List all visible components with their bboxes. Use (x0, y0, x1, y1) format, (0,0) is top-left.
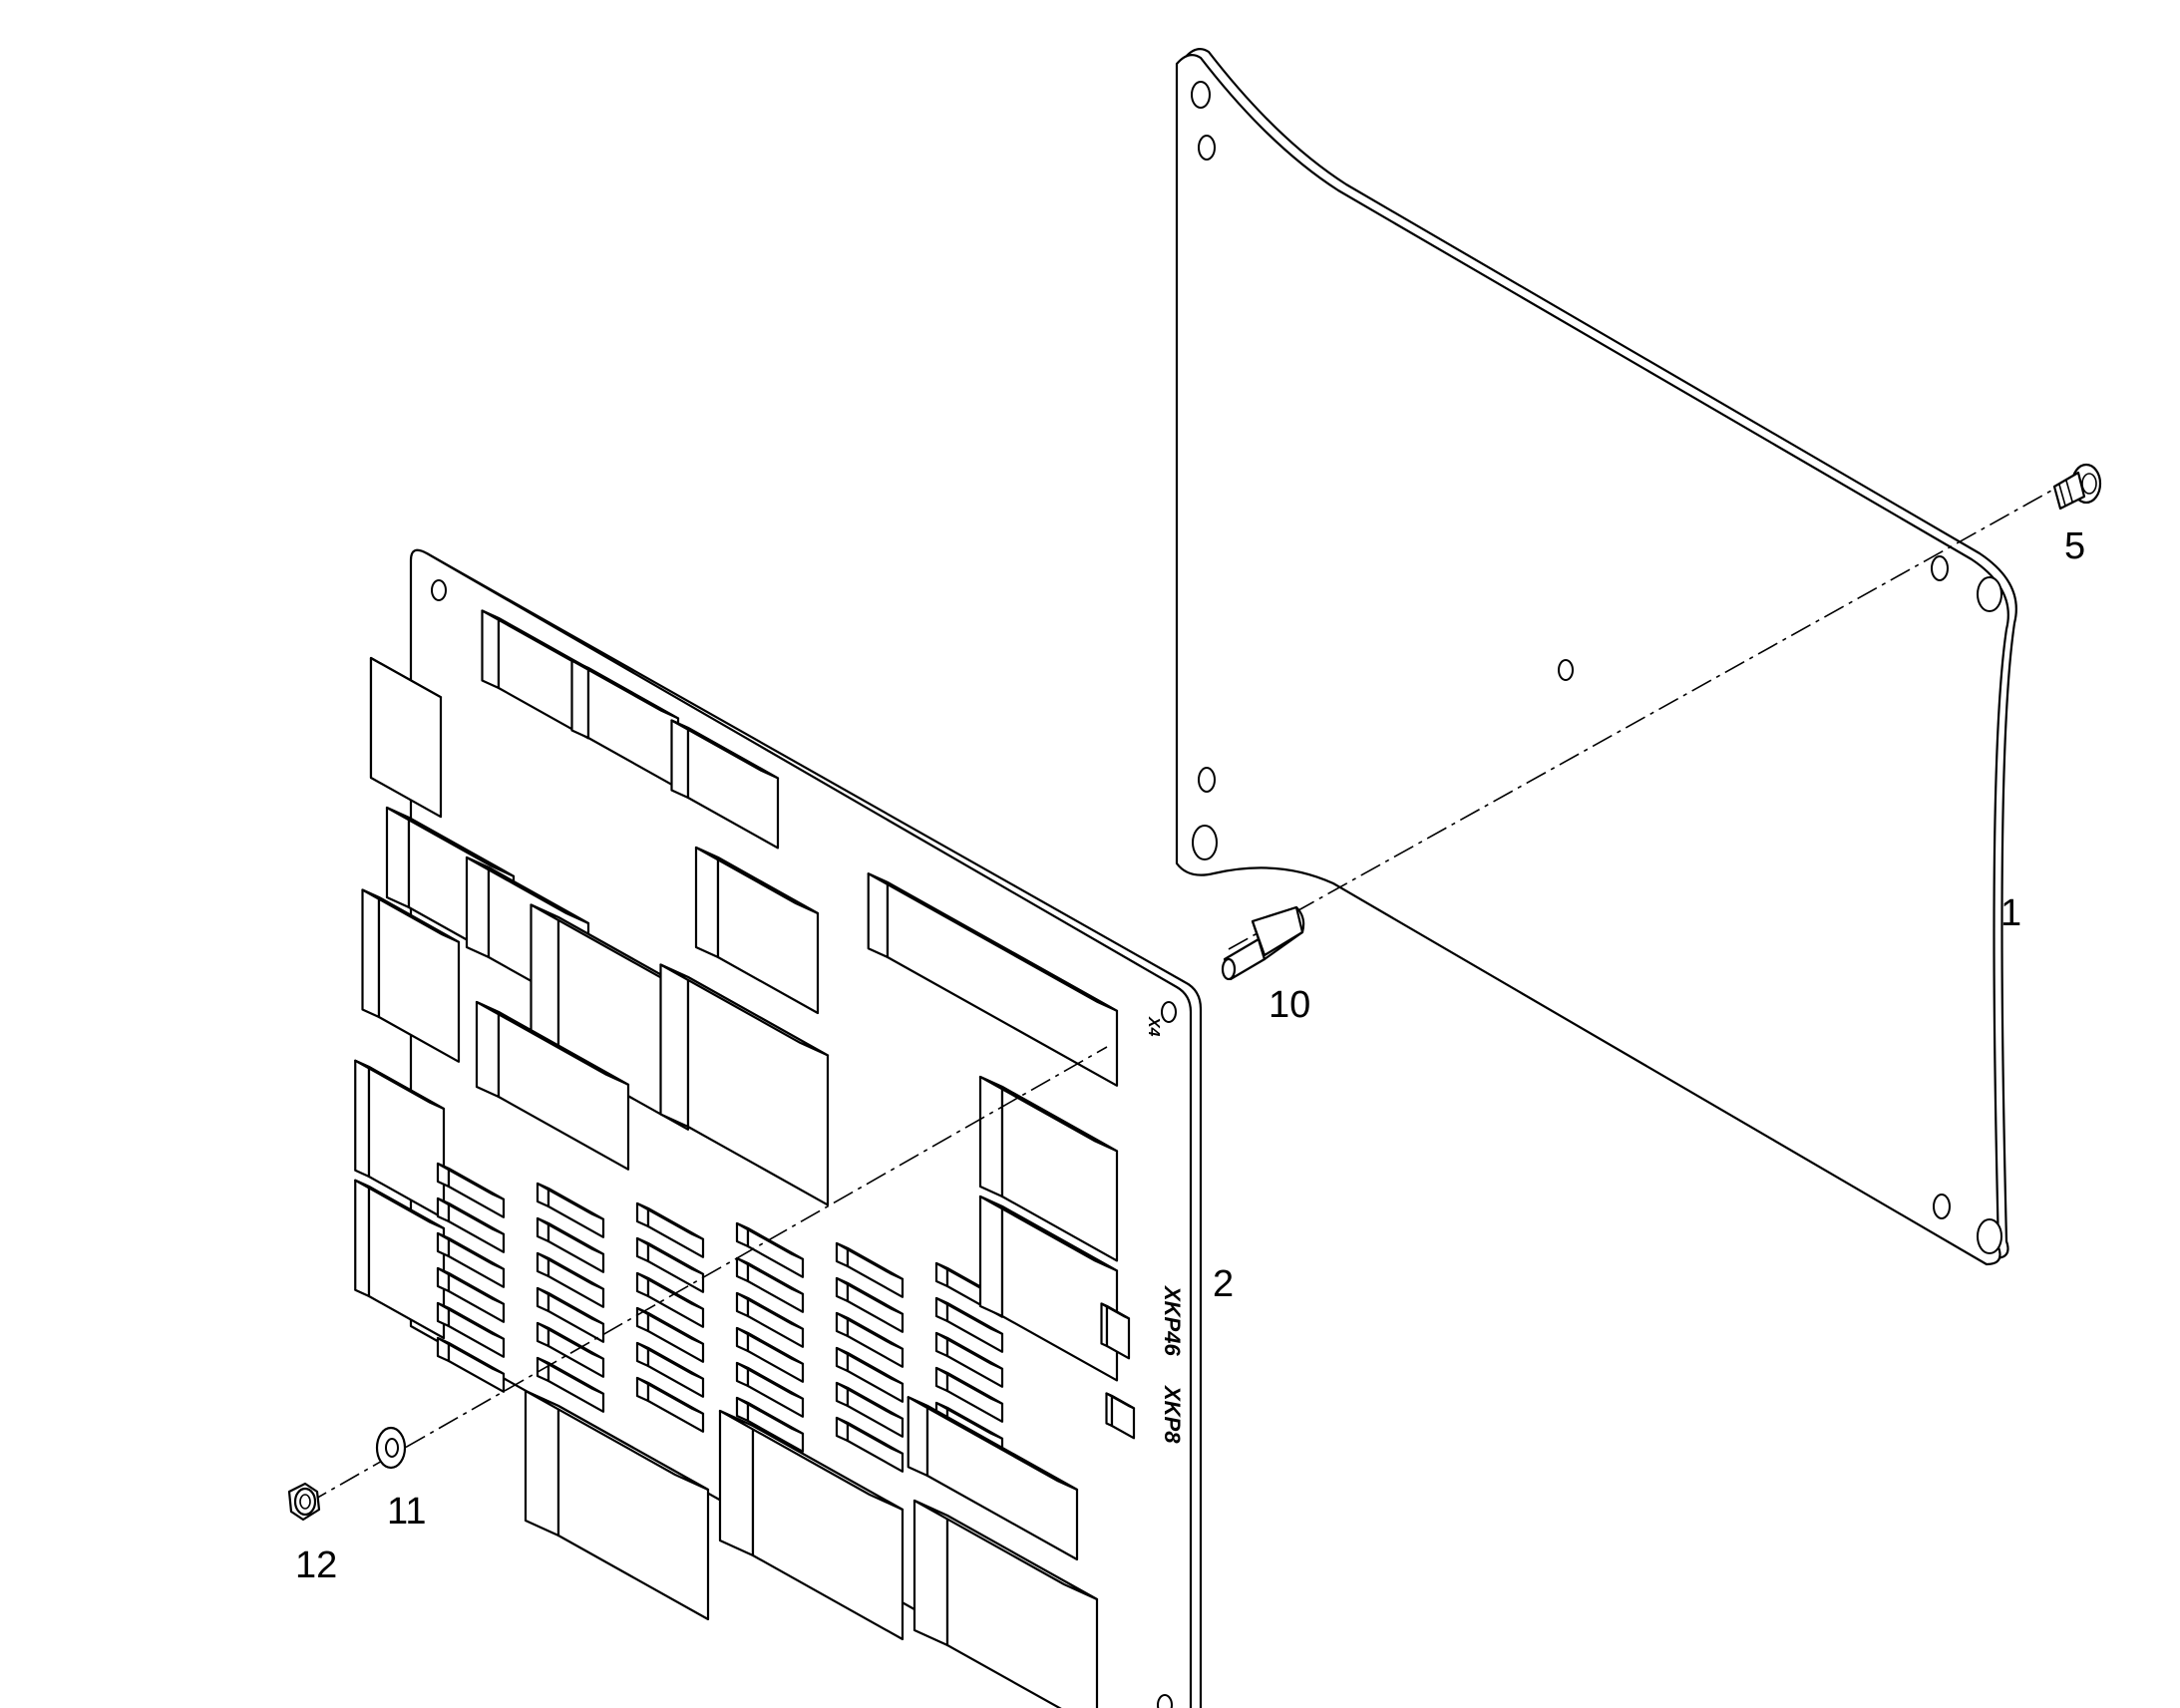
callout-12: 12 (295, 1544, 337, 1586)
relay-component (978, 1195, 1119, 1382)
hex-nut (287, 1482, 321, 1522)
fuse-component (436, 1336, 506, 1393)
fuse-component (436, 1162, 506, 1218)
relay-component (659, 963, 830, 1206)
screw (2052, 463, 2102, 511)
assembly-centerlines (306, 480, 2070, 1505)
relay-component (369, 656, 443, 819)
board-components (354, 609, 1136, 1708)
fuse-component (835, 1311, 905, 1368)
fuse-component (735, 1291, 805, 1348)
relay-component (524, 1389, 710, 1621)
fuse-component (835, 1276, 905, 1333)
relay-component (475, 1000, 630, 1171)
header-connector-component (867, 872, 1119, 1087)
connector-component (670, 719, 780, 850)
post-component (1100, 1302, 1131, 1360)
fuse-component (635, 1271, 705, 1328)
fuse-component (835, 1381, 905, 1438)
fuse-component (635, 1376, 705, 1433)
post-component (1105, 1392, 1136, 1440)
callout-5: 5 (2064, 525, 2085, 567)
fuse-component (536, 1251, 605, 1308)
callout-2: 2 (1213, 1263, 1234, 1305)
relay-component (978, 1075, 1119, 1262)
fuse-component (735, 1396, 805, 1453)
fuse-component (536, 1286, 605, 1343)
fuse-component (635, 1236, 705, 1293)
relay-component (912, 1499, 1099, 1708)
fuse-component (835, 1416, 905, 1473)
fuse-component (436, 1301, 506, 1358)
fuse-component (436, 1231, 506, 1288)
board-label-xkp46: XKP46 (1160, 1284, 1185, 1356)
board-label-xkp8: XKP8 (1160, 1384, 1185, 1444)
fuse-component (536, 1216, 605, 1273)
mounting-plate (1175, 47, 2017, 1266)
connector-component (361, 888, 461, 1063)
connector-component (907, 1396, 1079, 1561)
fuse-component (436, 1266, 506, 1323)
callout-10: 10 (1269, 984, 1310, 1026)
relay-component (694, 846, 820, 1015)
connector-component (570, 659, 680, 790)
fuse-component (735, 1361, 805, 1418)
board-label-x4: X4 (1145, 1016, 1162, 1037)
fuse-component (635, 1306, 705, 1363)
fuse-component (835, 1241, 905, 1298)
fuse-component (934, 1296, 1004, 1353)
fuse-component (635, 1341, 705, 1398)
fuse-component (835, 1346, 905, 1403)
fuse-component (934, 1331, 1004, 1388)
connector-component (354, 1179, 446, 1340)
relay-component (718, 1409, 905, 1641)
fuse-component (934, 1366, 1004, 1423)
fuse-component (635, 1201, 705, 1258)
connector-component (354, 1059, 446, 1220)
washer (375, 1426, 407, 1470)
fuse-component (536, 1356, 605, 1413)
fuse-component (536, 1321, 605, 1378)
standoff-spacer (1221, 905, 1305, 981)
fuse-component (536, 1182, 605, 1238)
fuse-component (735, 1256, 805, 1313)
callout-11: 11 (387, 1491, 426, 1533)
fuse-component (735, 1326, 805, 1383)
relay-component (530, 903, 690, 1131)
fuse-component (436, 1196, 506, 1253)
callout-1: 1 (2000, 892, 2021, 934)
fuse-component (735, 1221, 805, 1278)
